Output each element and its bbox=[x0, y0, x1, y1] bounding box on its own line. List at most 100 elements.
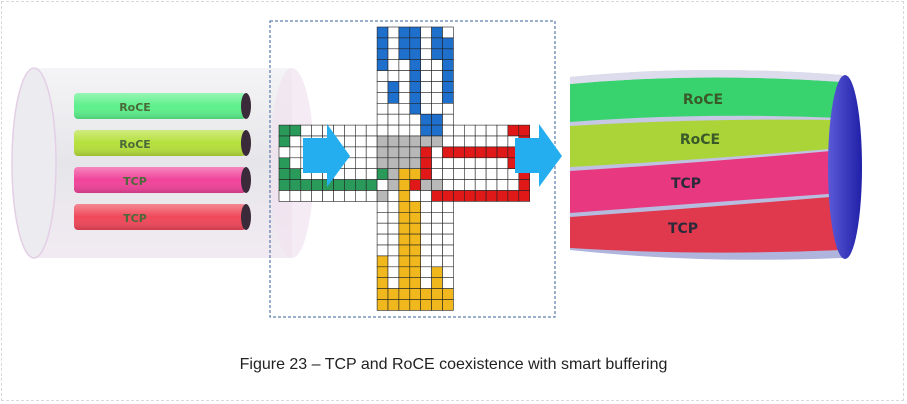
buffer-cell bbox=[409, 48, 421, 60]
left-lane-label: TCP bbox=[123, 175, 147, 188]
buffer-cell bbox=[409, 168, 421, 180]
buffer-cell bbox=[485, 135, 498, 148]
buffer-cell bbox=[376, 37, 389, 50]
buffer-cell bbox=[431, 37, 443, 50]
buffer-cell bbox=[507, 190, 520, 202]
buffer-cell bbox=[409, 26, 421, 39]
buffer-cell bbox=[376, 190, 389, 202]
buffer-cell bbox=[344, 124, 356, 137]
buffer-cell bbox=[431, 81, 443, 93]
buffer-cell bbox=[278, 179, 291, 191]
buffer-cell bbox=[463, 124, 476, 137]
buffer-cell bbox=[398, 222, 411, 235]
buffer-cell bbox=[431, 212, 443, 224]
buffer-cell bbox=[387, 190, 400, 202]
buffer-cell bbox=[442, 266, 454, 278]
buffer-cell bbox=[431, 244, 443, 257]
buffer-cell bbox=[442, 59, 454, 71]
buffer-cell bbox=[376, 92, 389, 104]
right-pipe-rim bbox=[570, 69, 842, 84]
buffer-cell bbox=[398, 124, 411, 137]
buffer-cell bbox=[376, 277, 389, 289]
buffer-cell bbox=[431, 157, 443, 170]
buffer-cell bbox=[420, 255, 432, 268]
buffer-cell bbox=[474, 168, 487, 180]
buffer-cell bbox=[409, 146, 421, 159]
buffer-cell bbox=[398, 288, 411, 300]
buffer-cell bbox=[442, 135, 454, 148]
buffer-cell bbox=[442, 26, 454, 39]
left-lane-label: RoCE bbox=[119, 101, 151, 114]
buffer-cell bbox=[387, 124, 400, 137]
buffer-cell bbox=[376, 201, 389, 213]
buffer-cell bbox=[442, 222, 454, 235]
buffer-cell bbox=[278, 146, 291, 159]
buffer-cell bbox=[463, 157, 476, 170]
buffer-cell bbox=[518, 179, 530, 191]
buffer-cell bbox=[387, 179, 400, 191]
buffer-cell bbox=[442, 288, 454, 300]
buffer-cell bbox=[431, 190, 443, 202]
buffer-cell bbox=[376, 212, 389, 224]
buffer-cell bbox=[431, 277, 443, 289]
buffer-cell bbox=[365, 190, 378, 202]
right-lane-label: TCP bbox=[668, 221, 698, 237]
buffer-cell bbox=[442, 277, 454, 289]
left-lane-4: TCP bbox=[74, 204, 251, 230]
buffer-cell bbox=[278, 135, 291, 148]
buffer-cell bbox=[409, 37, 421, 50]
figure-caption: Figure 23 – TCP and RoCE coexistence wit… bbox=[239, 356, 668, 373]
buffer-cell bbox=[496, 179, 509, 191]
buffer-cell bbox=[431, 92, 443, 104]
buffer-cell bbox=[333, 179, 345, 191]
buffer-cell bbox=[409, 59, 421, 71]
right-lane-label: RoCE bbox=[683, 92, 723, 108]
buffer-cell bbox=[420, 212, 432, 224]
buffer-cell bbox=[420, 299, 432, 311]
buffer-cell bbox=[354, 179, 367, 191]
buffer-cell bbox=[463, 146, 476, 159]
buffer-cell bbox=[376, 26, 389, 39]
buffer-cell bbox=[376, 48, 389, 60]
left-lane-2: RoCE bbox=[74, 130, 251, 156]
left-lane-label: RoCE bbox=[119, 138, 151, 151]
buffer-cell bbox=[431, 70, 443, 82]
buffer-cell bbox=[420, 124, 432, 137]
buffer-cell bbox=[420, 179, 432, 191]
buffer-cell bbox=[420, 37, 432, 50]
buffer-cell bbox=[409, 201, 421, 213]
arrow-in-icon bbox=[303, 124, 350, 187]
buffer-cell bbox=[376, 146, 389, 159]
buffer-cell bbox=[420, 277, 432, 289]
buffer-cell bbox=[387, 244, 400, 257]
buffer-cell bbox=[398, 179, 411, 191]
buffer-cell bbox=[409, 190, 421, 202]
buffer-cell bbox=[300, 124, 312, 137]
buffer-cell bbox=[431, 288, 443, 300]
buffer-cell bbox=[442, 48, 454, 60]
buffer-cell bbox=[409, 299, 421, 311]
buffer-cell bbox=[431, 135, 443, 148]
buffer-cell bbox=[409, 92, 421, 104]
buffer-cell bbox=[420, 70, 432, 82]
buffer-cell bbox=[376, 113, 389, 126]
buffer-cell bbox=[365, 179, 378, 191]
buffer-cell bbox=[387, 266, 400, 278]
buffer-cell bbox=[278, 124, 291, 137]
buffer-cell bbox=[387, 59, 400, 71]
buffer-cell bbox=[398, 244, 411, 257]
buffer-cell bbox=[376, 70, 389, 82]
buffer-cell bbox=[518, 124, 530, 137]
buffer-cell bbox=[420, 168, 432, 180]
buffer-cell bbox=[333, 190, 345, 202]
buffer-cell bbox=[507, 124, 520, 137]
right-lane-band bbox=[570, 150, 842, 213]
right-lane-label: RoCE bbox=[680, 132, 720, 148]
buffer-cell bbox=[442, 168, 454, 180]
buffer-cell bbox=[278, 168, 291, 180]
buffer-cell bbox=[420, 59, 432, 71]
buffer-cell bbox=[387, 70, 400, 82]
